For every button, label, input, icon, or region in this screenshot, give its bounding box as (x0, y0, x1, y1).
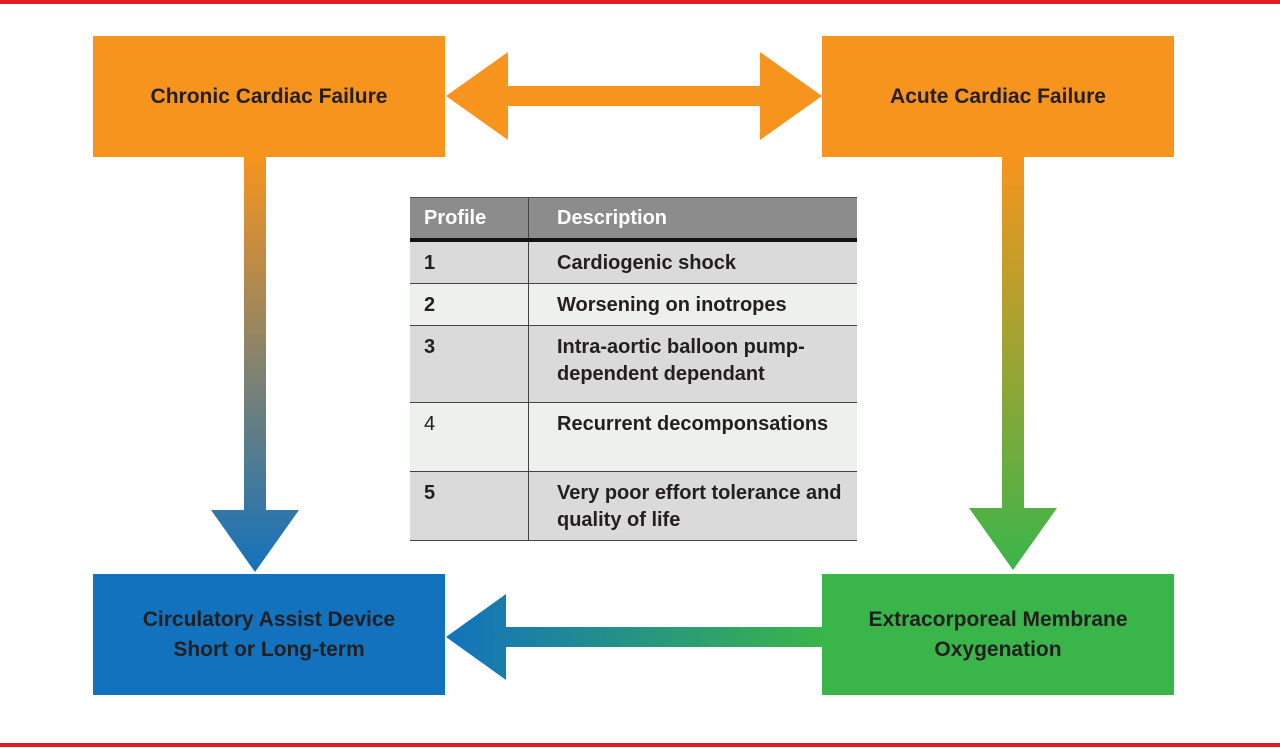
table-row: 2 Worsening on inotropes (410, 283, 857, 326)
top-border-rule (0, 0, 1280, 4)
row-description: Intra-aortic balloon pump-dependent depe… (528, 325, 857, 403)
row-description: Recurrent decomponsations (528, 402, 857, 472)
row-profile: 4 (410, 402, 529, 472)
row-description: Very poor effort tolerance and quality o… (528, 471, 857, 541)
bottom-border-rule (0, 743, 1280, 747)
box-ecmo-label: Extracorporeal Membrane Oxygenation (868, 607, 1128, 661)
table-row: 5 Very poor effort tolerance and quality… (410, 471, 857, 541)
box-chronic-label: Chronic Cardiac Failure (150, 84, 388, 108)
profile-table: Profile Description 1 Cardiogenic shock … (410, 197, 857, 541)
double-arrow-top (446, 52, 822, 140)
arrow-chronic-to-cad (211, 157, 299, 572)
box-circulatory-assist-device: Circulatory Assist Device Short or Long-… (93, 574, 445, 695)
row-profile: 1 (410, 239, 529, 284)
box-ecmo: Extracorporeal Membrane Oxygenation (822, 574, 1174, 695)
header-profile: Profile (410, 197, 529, 242)
table-row: 1 Cardiogenic shock (410, 239, 857, 284)
row-description: Worsening on inotropes (528, 283, 857, 326)
box-chronic-cardiac-failure: Chronic Cardiac Failure (93, 36, 445, 157)
table-row: 4 Recurrent decomponsations (410, 402, 857, 472)
row-profile: 2 (410, 283, 529, 326)
box-acute-cardiac-failure: Acute Cardiac Failure (822, 36, 1174, 157)
table-row: 3 Intra-aortic balloon pump-dependent de… (410, 325, 857, 403)
arrow-ecmo-to-cad (446, 594, 822, 680)
table-header-row: Profile Description (410, 197, 857, 242)
box-cad-label: Circulatory Assist Device Short or Long-… (142, 607, 396, 661)
arrow-acute-to-ecmo (969, 157, 1057, 570)
header-description: Description (528, 197, 857, 242)
row-profile: 5 (410, 471, 529, 541)
row-profile: 3 (410, 325, 529, 403)
row-description: Cardiogenic shock (528, 239, 857, 284)
box-acute-label: Acute Cardiac Failure (890, 84, 1106, 108)
